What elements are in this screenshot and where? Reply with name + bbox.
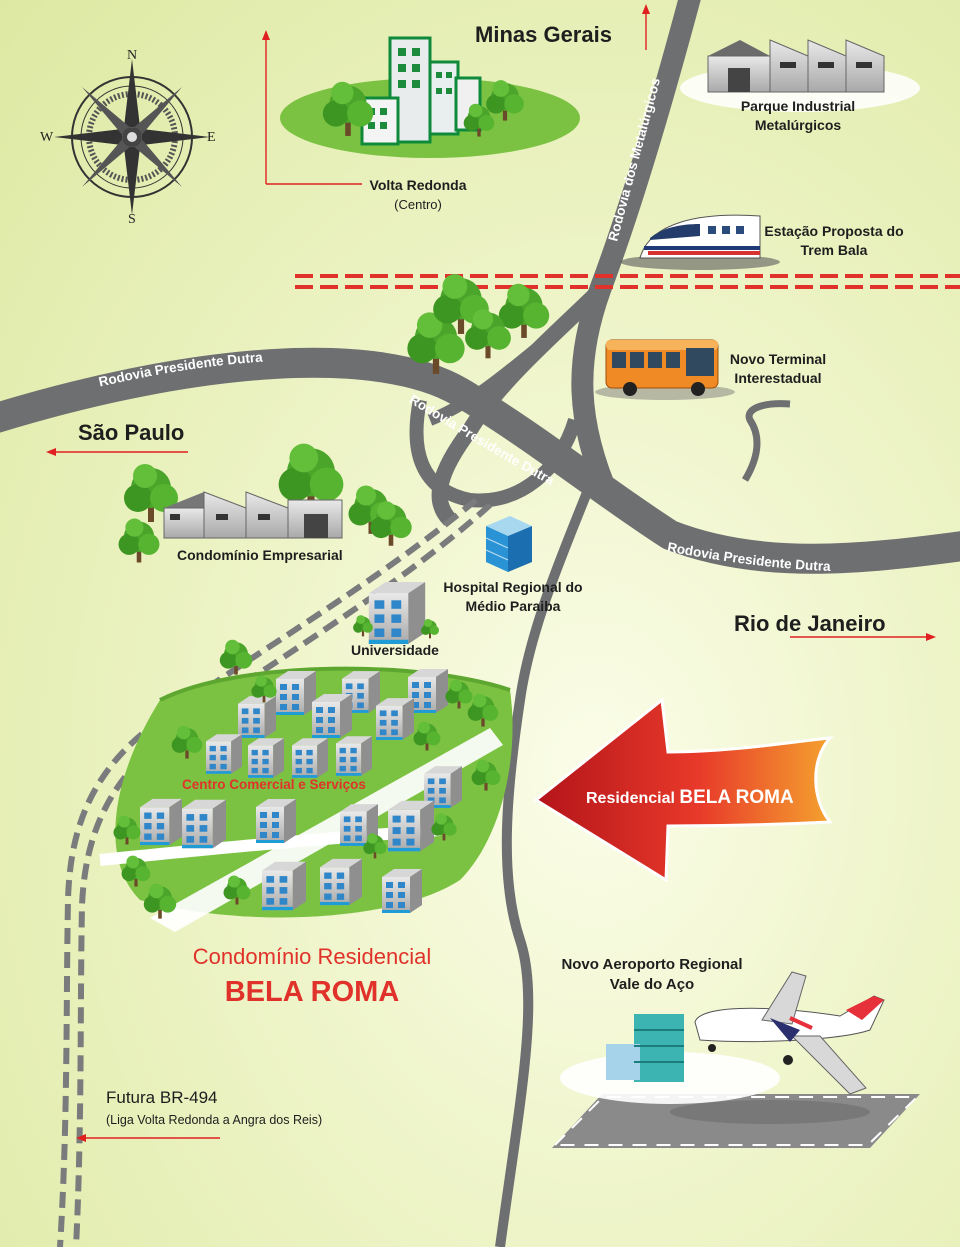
rail-line (295, 274, 960, 289)
hospital-building-icon (485, 516, 532, 572)
futura-br494-subtitle: (Liga Volta Redonda a Angra dos Reis) (106, 1113, 323, 1127)
road-interchange-b (409, 398, 582, 508)
condominio-residencial-title: Condomínio Residencial (192, 944, 432, 969)
sao-paulo-arrow (46, 448, 188, 456)
airport-icon (552, 971, 920, 1148)
rio-de-janeiro-arrow (790, 633, 936, 641)
banner-prefix: Residencial (586, 790, 675, 807)
road-interchange-c (427, 325, 564, 426)
road-dutra-main (0, 347, 960, 574)
compass-w: W (40, 130, 54, 145)
region-rio-de-janeiro: Rio de Janeiro (734, 611, 886, 636)
label-parque-industrial: Parque Industrial Metalúrgicos (740, 98, 856, 133)
compass-s: S (128, 212, 136, 227)
label-hospital-regional: Hospital Regional do Médio Paraiba (443, 579, 583, 614)
region-minas-gerais: Minas Gerais (475, 22, 612, 47)
condominio-bela-roma-title: BELA ROMA (224, 976, 400, 1008)
volta-redonda-pointer-arrow (262, 30, 362, 185)
compass-rose-icon (54, 59, 210, 215)
residential-complex-icon (99, 639, 513, 932)
label-novo-aeroporto: Novo Aeroporto Regional Vale do Aço (561, 956, 743, 993)
label-novo-terminal: Novo Terminal Interestadual (729, 351, 827, 386)
label-condominio-empresarial: Condomínio Empresarial (177, 547, 343, 563)
road-south (495, 488, 593, 1247)
road-terminal-branch (741, 400, 791, 482)
futura-arrow (76, 1134, 220, 1142)
road-metalurgicos (571, 0, 701, 505)
futura-br494-title: Futura BR-494 (106, 1088, 218, 1107)
region-sao-paulo: São Paulo (78, 420, 185, 445)
label-volta-redonda: Volta Redonda (Centro) (369, 177, 467, 212)
residencial-bela-roma-arrow (533, 697, 834, 883)
bus-icon (595, 339, 735, 400)
banner-residencial-bela-roma: Residencial BELA ROMA (586, 787, 794, 809)
label-centro-comercial: Centro Comercial e Serviços (182, 777, 366, 792)
compass-n: N (127, 48, 138, 63)
business-condo-icon (118, 443, 412, 563)
label-universidade: Universidade (351, 642, 439, 658)
bullet-train-icon (620, 214, 780, 270)
minas-gerais-arrow (642, 4, 650, 50)
label-estacao-trem-bala: Estação Proposta do Trem Bala (764, 223, 904, 258)
industrial-park-icon (680, 39, 920, 112)
university-building-icon (353, 582, 439, 644)
banner-name: BELA ROMA (679, 787, 794, 808)
airplane-icon (694, 971, 885, 1095)
future-br494-line (57, 497, 492, 1247)
volta-redonda-city-icon (280, 36, 580, 158)
compass-e: E (207, 130, 216, 145)
